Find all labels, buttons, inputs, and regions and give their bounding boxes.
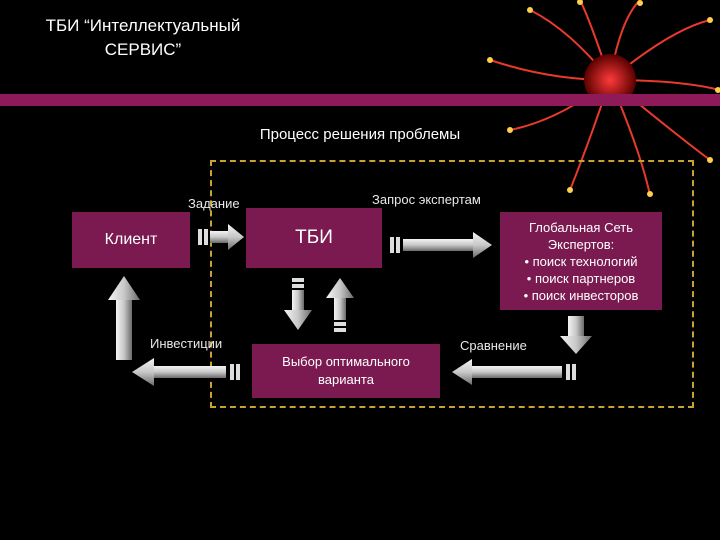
- result-box: Выбор оптимального варианта: [252, 344, 440, 398]
- accent-bar: [0, 94, 720, 106]
- arrow-investments-left: [132, 358, 240, 386]
- arrow-result-up: [326, 278, 354, 332]
- global-network-box: Глобальная Сеть Экспертов: • поиск техно…: [500, 212, 662, 310]
- tbi-box: ТБИ: [246, 208, 382, 268]
- arrow-task: [198, 224, 244, 250]
- label-investments: Инвестиции: [150, 336, 223, 351]
- arrow-expert-request: [390, 232, 492, 258]
- decorative-flower: [487, 0, 720, 197]
- arrow-investments-up: [108, 276, 140, 360]
- arrow-comparison-left: [452, 359, 576, 385]
- label-expert-request: Запрос экспертам: [372, 192, 481, 207]
- arrow-tbi-down: [284, 278, 312, 330]
- title-line-2: СЕРВИС”: [104, 40, 182, 59]
- title-line-1: ТБИ “Интеллектуальный: [45, 16, 241, 35]
- process-title: Процесс решения проблемы: [259, 126, 461, 143]
- process-frame: [210, 160, 694, 408]
- label-task: Задание: [188, 196, 240, 211]
- client-box: Клиент: [72, 212, 190, 268]
- label-comparison: Сравнение: [460, 338, 527, 353]
- page-title: ТБИ “Интеллектуальный СЕРВИС”: [18, 14, 268, 62]
- arrow-comparison-down: [560, 316, 592, 354]
